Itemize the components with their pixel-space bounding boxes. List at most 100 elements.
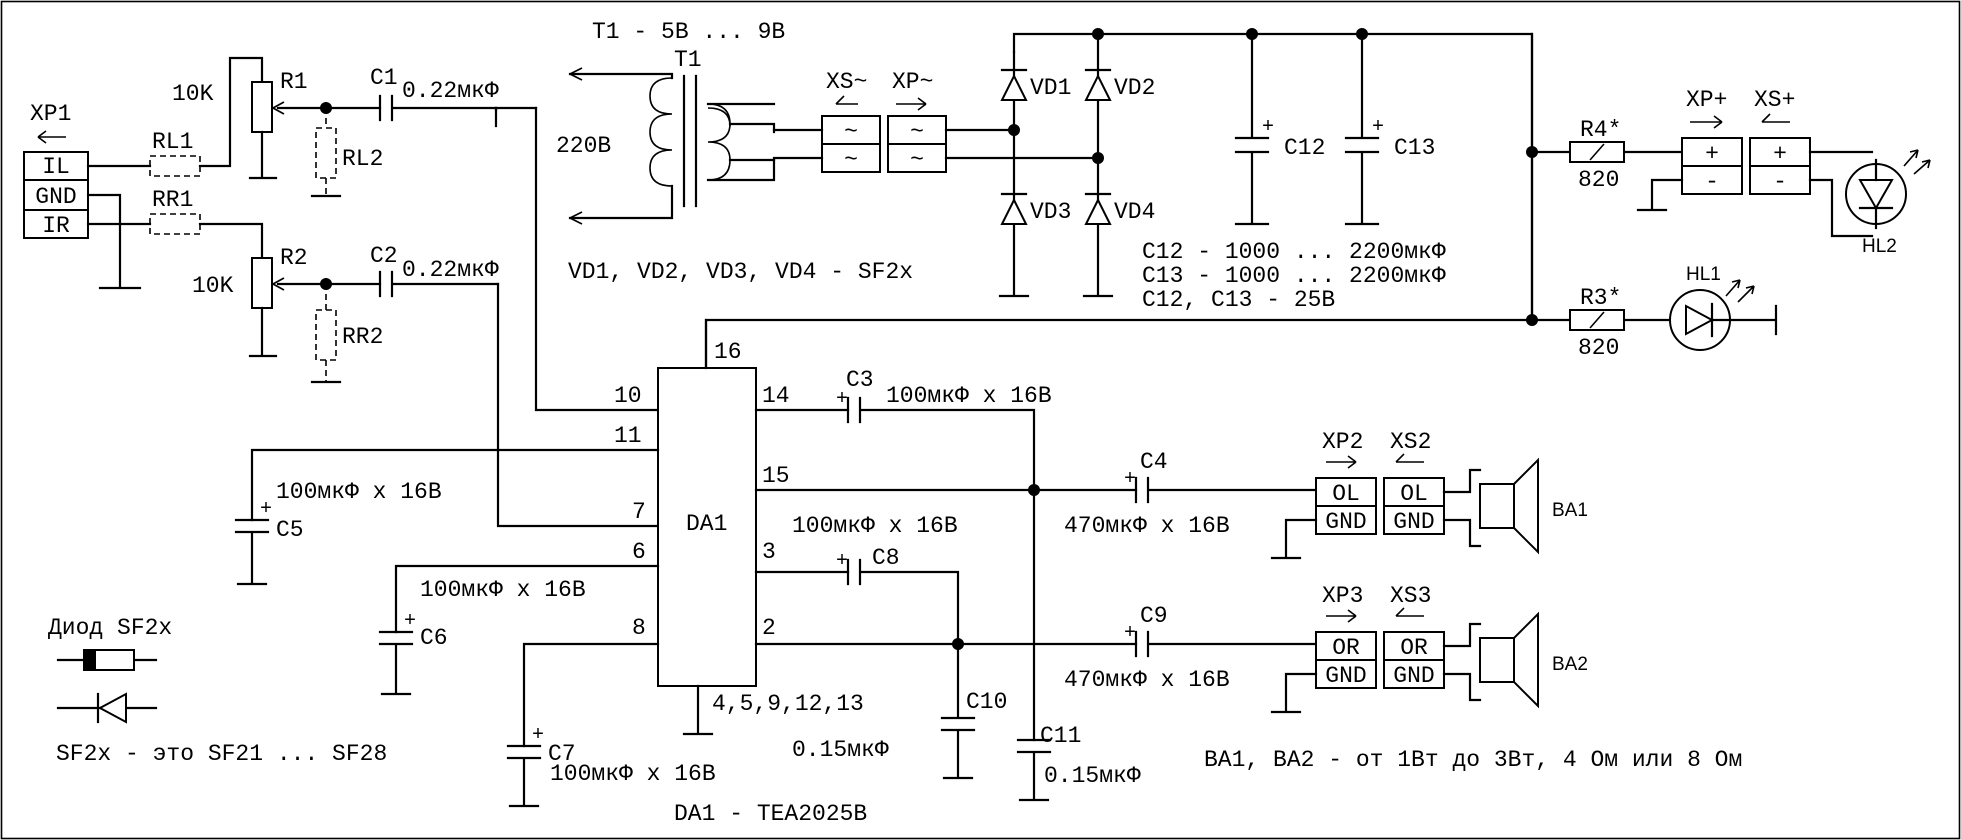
svg-text:820: 820	[1578, 335, 1619, 361]
svg-text:14: 14	[762, 383, 790, 409]
capacitor-c12: + C12	[1234, 32, 1325, 226]
svg-text:0.15мкФ: 0.15мкФ	[1044, 763, 1141, 789]
resistor-rl2	[315, 127, 337, 179]
connector-xs2: OL GND XS2	[1383, 429, 1445, 535]
svg-text:C6: C6	[420, 625, 448, 651]
potentiometer-r1: R1 10K	[172, 69, 328, 180]
svg-text:820: 820	[1578, 167, 1619, 193]
diode-vd1: VD1	[1000, 68, 1071, 101]
svg-text:+: +	[260, 498, 272, 521]
svg-text:+: +	[1124, 622, 1136, 645]
svg-text:C8: C8	[872, 545, 900, 571]
svg-text:470мкФ x 16В: 470мкФ x 16В	[1064, 667, 1230, 693]
svg-text:C13: C13	[1394, 135, 1435, 161]
r2-label: R2	[280, 245, 308, 271]
connector-xs3: OR GND XS3	[1383, 583, 1445, 689]
xp1-label: XP1	[30, 101, 71, 127]
svg-text:15: 15	[762, 463, 790, 489]
svg-text:0.15мкФ: 0.15мкФ	[792, 737, 889, 763]
svg-text:16: 16	[714, 339, 742, 365]
xp1-pin-ir: IR	[42, 213, 70, 239]
c1-label: C1	[370, 65, 398, 91]
svg-text:XS2: XS2	[1390, 429, 1431, 455]
capacitor-c5: + C5 100мкФ x 16В	[234, 479, 442, 586]
t1-label: T1	[674, 47, 702, 73]
xs-plus-arrow-icon	[1761, 113, 1790, 123]
xp3-arrow-icon	[1326, 609, 1357, 623]
svg-text:11: 11	[614, 423, 642, 449]
svg-text:C3: C3	[846, 367, 874, 393]
ba-note: BA1, BA2 - от 1Вт до 3Вт, 4 Ом или 8 Ом	[1204, 747, 1742, 773]
connector-xs-ac: ~ ~ XS~	[821, 69, 881, 173]
svg-text:GND: GND	[1393, 509, 1434, 535]
svg-text:VD2: VD2	[1114, 75, 1155, 101]
xp-ac-arrow-icon	[896, 97, 927, 111]
diode-vd4: VD4	[1084, 192, 1155, 225]
c1-value: 0.22мкФ	[402, 78, 499, 104]
svg-text:+: +	[404, 610, 416, 633]
svg-text:R3*: R3*	[1580, 285, 1621, 311]
wire-il	[86, 56, 264, 168]
resistor-rl1	[149, 155, 201, 177]
capacitor-c1: C1 0.22мкФ	[370, 65, 499, 128]
svg-text:R4*: R4*	[1580, 117, 1621, 143]
svg-text:HL1: HL1	[1686, 264, 1721, 285]
svg-text:~: ~	[844, 119, 858, 145]
diode-package-icon	[56, 649, 158, 671]
c13-note: C13 - 1000 ... 2200мкФ	[1142, 263, 1446, 289]
svg-text:2: 2	[762, 615, 776, 641]
rl1-label: RL1	[152, 129, 193, 155]
svg-text:C4: C4	[1140, 449, 1168, 475]
wire-gnd	[86, 193, 142, 290]
r2-value: 10K	[192, 273, 234, 299]
svg-text:VD4: VD4	[1114, 199, 1155, 225]
xp1-pin-gnd: GND	[35, 184, 76, 210]
svg-text:C5: C5	[276, 517, 304, 543]
led-hl1: HL1	[1669, 264, 1778, 351]
svg-text:OR: OR	[1400, 635, 1428, 661]
diode-legend-title: Диод SF2x	[48, 615, 172, 641]
svg-text:+: +	[1372, 116, 1384, 139]
resistor-r3: R3* 820	[1569, 285, 1625, 361]
svg-text:XS+: XS+	[1754, 87, 1795, 113]
capacitor-c3: + C3 100мкФ x 16В	[836, 367, 1052, 492]
diode-vd3: VD3	[1000, 192, 1071, 225]
svg-text:OR: OR	[1332, 635, 1360, 661]
svg-text:7: 7	[632, 499, 646, 525]
wire-ir	[86, 222, 264, 260]
resistor-rr1	[149, 213, 201, 235]
svg-text:6: 6	[632, 539, 646, 565]
svg-text:100мкФ x 16В: 100мкФ x 16В	[886, 383, 1052, 409]
capacitor-c4: + C4 470мкФ x 16В	[1064, 449, 1318, 539]
t1-range-label: T1 - 5В ... 9В	[592, 19, 785, 45]
xs2-arrow-icon	[1395, 453, 1424, 463]
svg-text:VD1: VD1	[1030, 75, 1071, 101]
svg-text:+: +	[1773, 141, 1787, 167]
svg-text:C9: C9	[1140, 603, 1168, 629]
svg-text:+: +	[836, 550, 848, 573]
rl2-label: RL2	[342, 146, 383, 172]
r1-label: R1	[280, 69, 308, 95]
svg-text:XP2: XP2	[1322, 429, 1363, 455]
svg-text:VD3: VD3	[1030, 199, 1071, 225]
speaker-ba1: BA1	[1479, 457, 1588, 555]
capacitor-c6: + C6 100мкФ x 16В	[378, 577, 586, 696]
svg-text:+: +	[1705, 141, 1719, 167]
connector-xp-ac: ~ ~ XP~	[887, 69, 947, 173]
diode-vd2: VD2	[1084, 68, 1155, 101]
connector-xp-plus: + - XP+	[1681, 87, 1743, 195]
connector-xp3: OR GND XP3	[1315, 583, 1377, 689]
svg-text:~: ~	[910, 147, 924, 173]
svg-text:GND: GND	[1325, 509, 1366, 535]
svg-text:C10: C10	[966, 689, 1007, 715]
svg-text:OL: OL	[1332, 481, 1360, 507]
svg-text:3: 3	[762, 539, 776, 565]
svg-text:10: 10	[614, 383, 642, 409]
svg-text:100мкФ x 16В: 100мкФ x 16В	[550, 761, 716, 787]
xs-ac-arrow-icon	[835, 95, 858, 105]
r1-value: 10K	[172, 81, 214, 107]
ic-da1: DA1 16 10 11 7 6 8 14 15 3 2 4,5,9,12,13	[614, 339, 864, 717]
resistor-rr2	[315, 309, 337, 361]
